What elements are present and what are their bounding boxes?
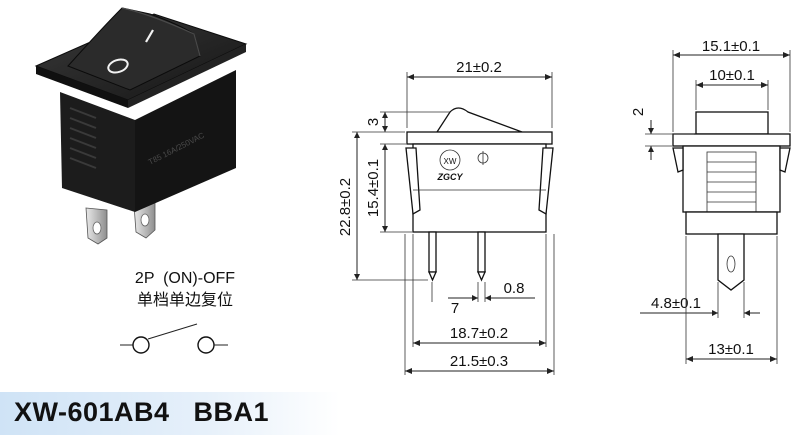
photo-off-symbol <box>107 58 129 74</box>
side-rocker <box>695 111 769 135</box>
photo-terminal-right <box>133 202 156 239</box>
dim-side-rocker-height: 2 <box>630 108 647 116</box>
front-terminal-left <box>428 231 437 282</box>
model-title: XW-601AB4 BBA1 <box>14 397 269 428</box>
front-logo: XW ZGCY <box>436 149 463 182</box>
poles-function: 2P (ON)-OFF <box>134 270 236 287</box>
dim-front-terminal-span: 18.7±0.2 <box>450 325 508 342</box>
product-photo: T85 16A/250VAC <box>34 7 248 245</box>
side-body <box>682 145 781 213</box>
front-terminal-right <box>477 231 486 282</box>
switch-symbol <box>120 323 228 354</box>
switch-spec: 2P (ON)-OFF 单档单边复位 <box>100 268 270 312</box>
photo-body-front-side <box>135 70 236 212</box>
dim-front-base-width: 21.5±0.3 <box>450 353 508 370</box>
photo-on-symbol <box>145 29 154 43</box>
photo-terminal-left <box>85 207 108 245</box>
side-flange <box>672 133 791 147</box>
title-bar <box>0 392 340 435</box>
dim-front-terminal-width: 0.8 <box>504 280 525 297</box>
front-view: XW ZGCY 21±0.2 3 15.4±0.1 <box>337 59 555 375</box>
front-clip-right <box>538 147 554 216</box>
front-rocker <box>435 107 523 133</box>
dim-front-body-height: 15.4±0.1 <box>365 159 382 217</box>
front-logo-mark: XW <box>444 157 457 166</box>
side-terminal <box>717 233 745 291</box>
dim-side-terminal-width: 4.8±0.1 <box>651 295 701 312</box>
dim-front-total-height: 22.8±0.2 <box>337 178 354 236</box>
switch-description: 单档单边复位 <box>136 292 233 309</box>
photo-body-left-side <box>60 92 135 212</box>
front-brand-mark: ZGCY <box>436 172 463 182</box>
dim-side-rocker-width: 10±0.1 <box>709 67 755 84</box>
front-flange <box>406 131 553 145</box>
dim-front-terminal-pitch: 7 <box>451 300 459 317</box>
dim-side-base-width: 13±0.1 <box>708 341 754 358</box>
dim-front-rocker-height: 3 <box>365 118 382 126</box>
photo-side-ribs <box>69 107 97 169</box>
model-variant: BBA1 <box>193 397 270 427</box>
model-code: XW-601AB4 <box>14 397 170 427</box>
front-clip-left <box>405 147 421 216</box>
front-body <box>412 143 547 233</box>
side-base <box>685 211 778 235</box>
dim-front-width-top: 21±0.2 <box>456 59 502 76</box>
side-ribs <box>707 161 756 203</box>
dim-side-flange-width: 15.1±0.1 <box>702 38 760 55</box>
side-view: 15.1±0.1 10±0.1 2 4.8±0.1 13±0.1 <box>630 38 791 364</box>
